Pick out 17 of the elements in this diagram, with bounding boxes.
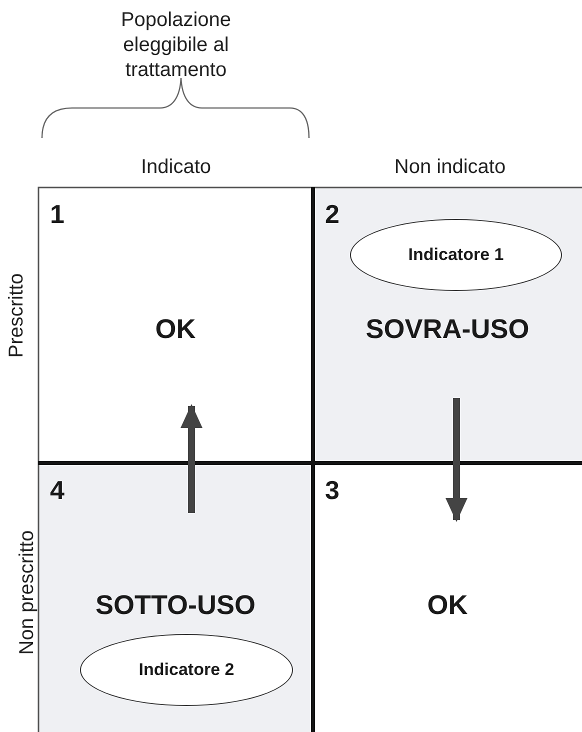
row-header: Prescritto xyxy=(4,272,28,358)
quadrant-label: OK xyxy=(426,589,469,621)
quadrant-number: 3 xyxy=(325,475,340,505)
column-header: Non indicato xyxy=(394,154,506,180)
quadrant-number: 4 xyxy=(50,475,64,505)
quadrant-label: SOTTO-USO xyxy=(94,589,256,621)
quadrant-label: OK xyxy=(154,313,197,345)
indicator-label: Indicatore 1 xyxy=(408,245,504,265)
row-header: Non prescritto xyxy=(14,530,38,654)
column-header: Indicato xyxy=(140,154,212,180)
indicator-label: Indicatore 2 xyxy=(138,660,234,680)
arrow xyxy=(446,398,468,522)
group-label: Popolazione eleggibile al trattamento xyxy=(120,8,232,82)
arrow xyxy=(180,404,202,513)
quadrant-label: SOVRA-USO xyxy=(364,313,530,345)
quadrant-number: 1 xyxy=(50,199,64,229)
quadrant-number: 2 xyxy=(325,199,340,229)
